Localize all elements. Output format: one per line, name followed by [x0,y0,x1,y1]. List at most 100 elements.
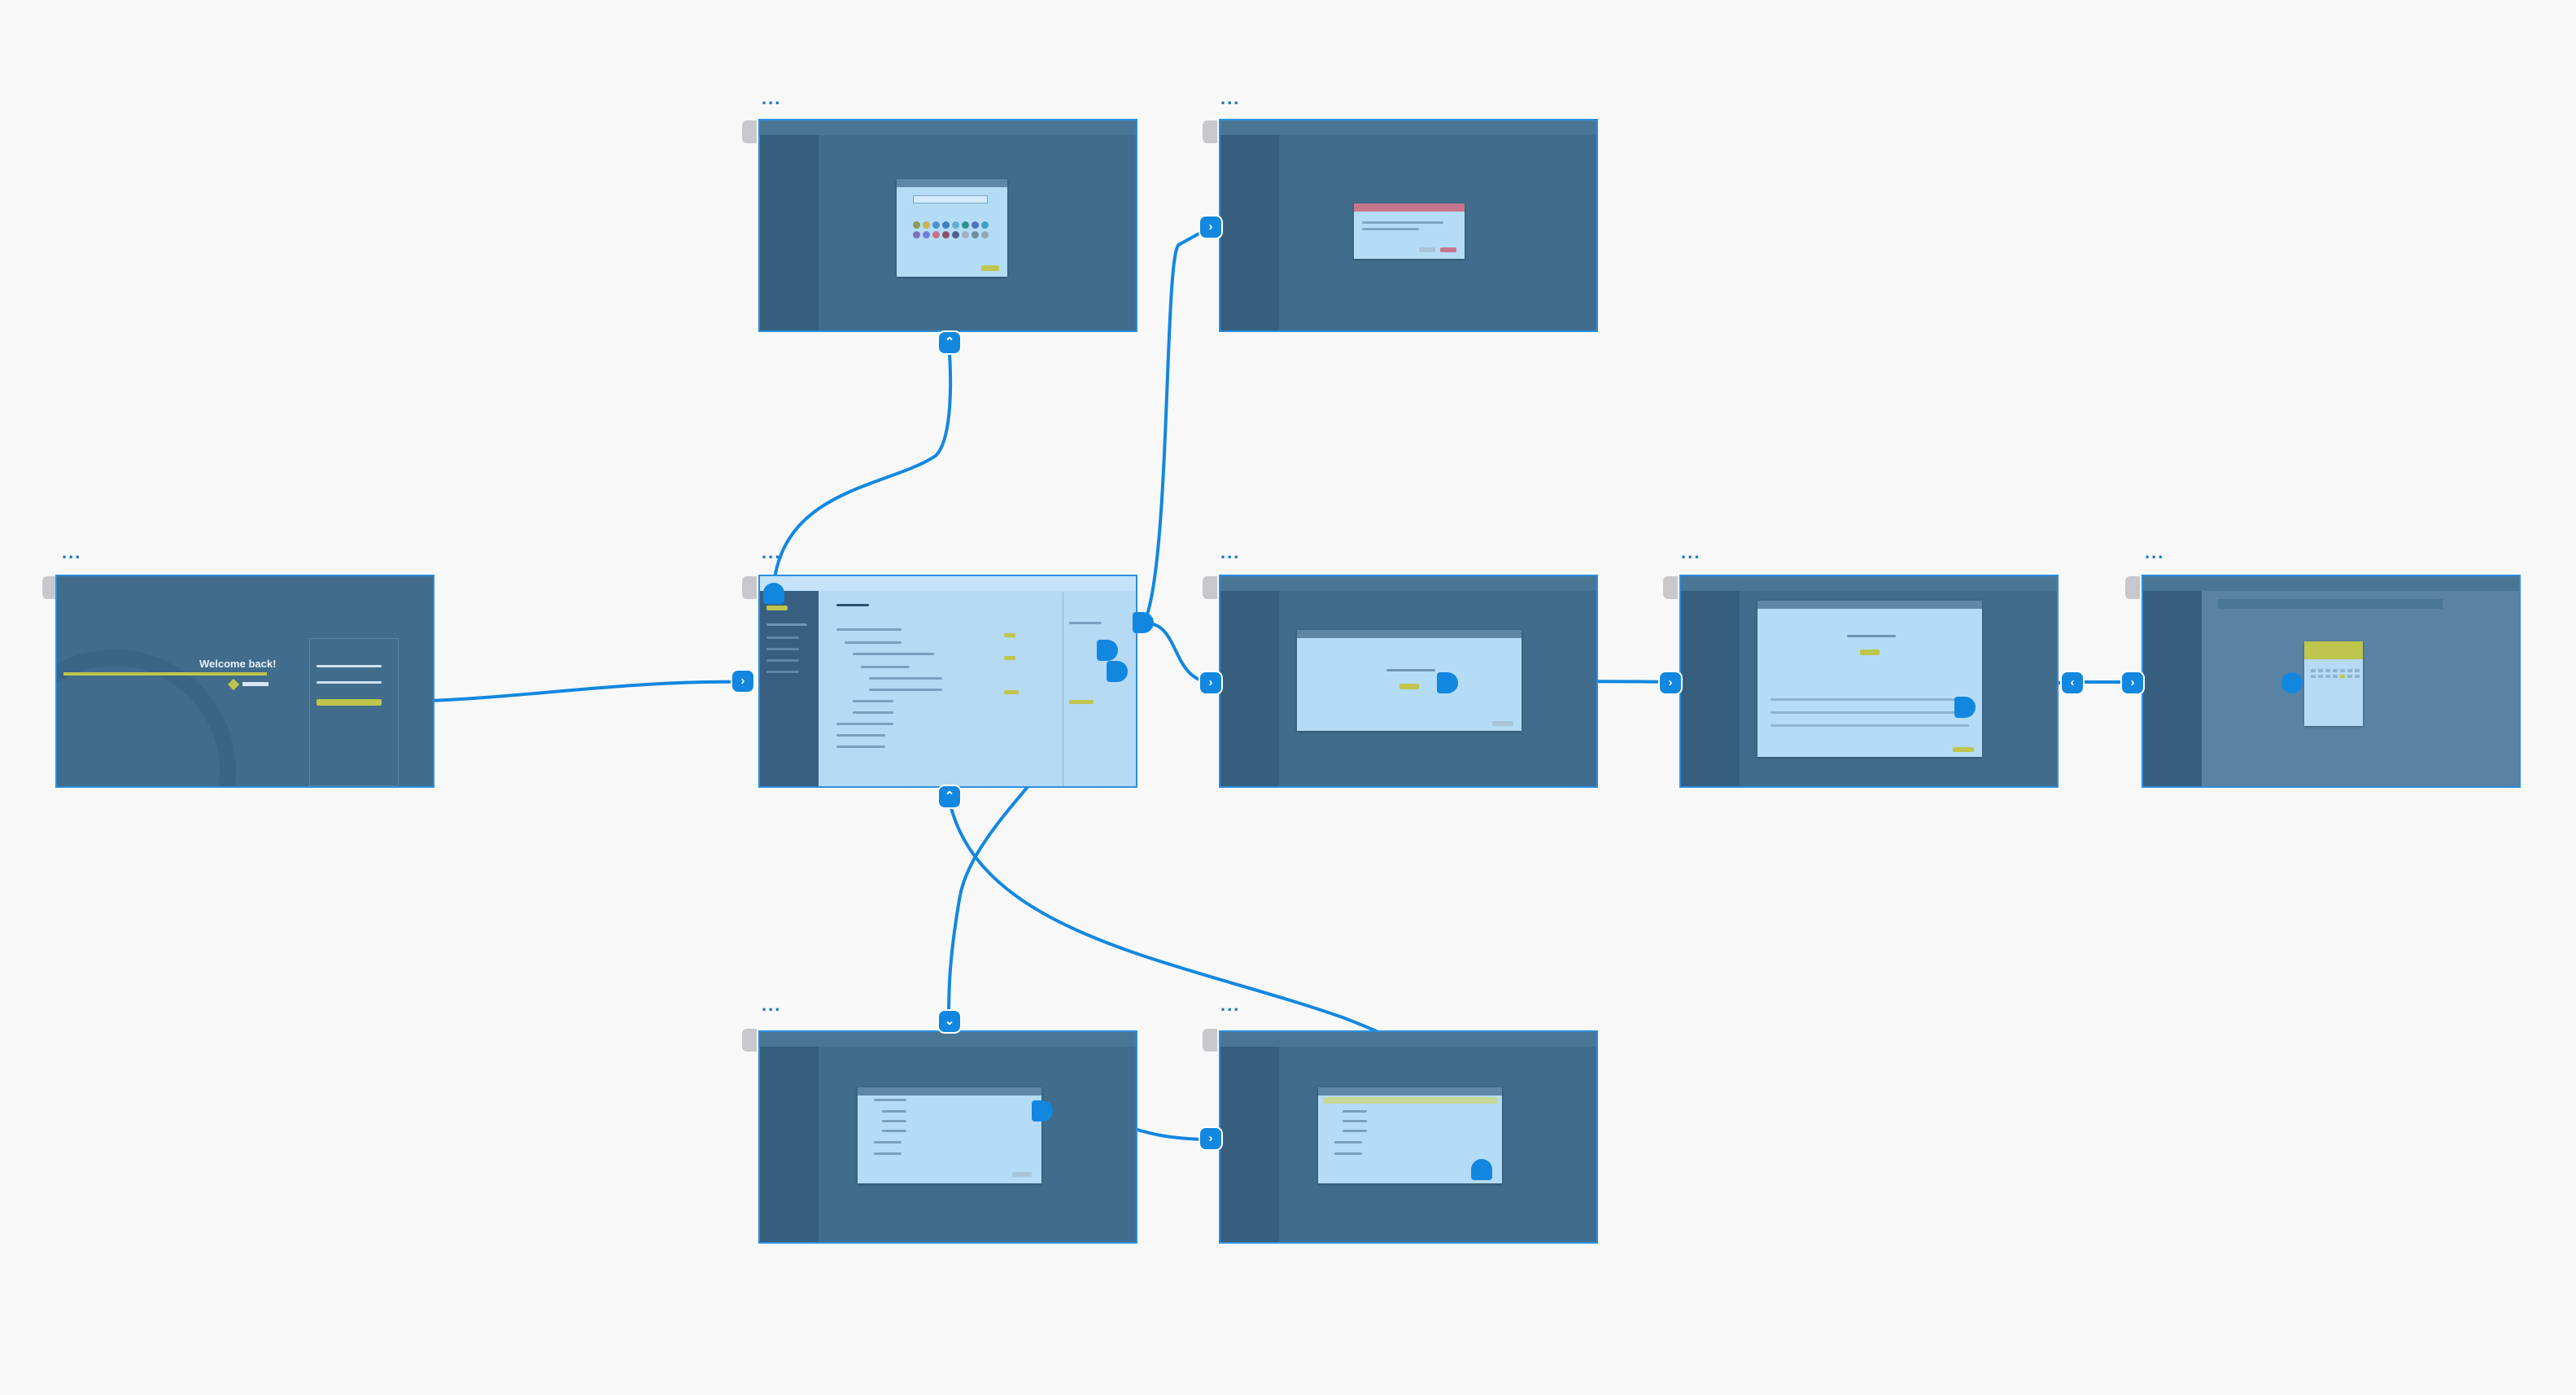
calendar-day[interactable] [2311,675,2316,678]
color-swatch[interactable] [971,231,979,238]
calendar-day-hotspot[interactable] [2281,672,2303,693]
cancel-button[interactable] [1419,247,1435,252]
chevron-right-icon[interactable]: › [732,671,753,692]
chevron-up-icon[interactable]: ⌃ [939,786,960,807]
delete-button[interactable] [1440,247,1456,252]
chevron-down-icon[interactable]: ⌄ [939,1011,960,1032]
color-swatch[interactable] [913,231,920,238]
calendar-day[interactable] [2318,675,2323,678]
date-menu-dots[interactable]: ... [2145,542,2165,562]
move-selected-menu-dots[interactable]: ... [1220,995,1241,1015]
calendar-day-selected[interactable] [2340,675,2345,678]
file-row[interactable] [861,666,910,668]
color-swatch[interactable] [913,221,920,229]
color-swatch[interactable] [962,231,969,238]
calendar-day[interactable] [2333,669,2338,672]
file-row[interactable] [853,653,934,655]
file-row[interactable] [869,689,942,691]
move-to-selected-screen[interactable] [1219,1030,1598,1244]
color-swatch[interactable] [962,221,969,229]
folder-select-hotspot[interactable] [1032,1100,1053,1122]
chevron-left-icon[interactable]: ‹ [2062,672,2083,693]
color-swatch[interactable] [952,221,959,229]
color-swatch[interactable] [981,221,989,229]
browse-button[interactable] [1860,649,1880,655]
folder-tree-item[interactable] [1343,1130,1367,1132]
upload-button[interactable] [1953,747,1974,752]
calendar-day[interactable] [2355,675,2360,678]
color-swatch[interactable] [923,221,930,229]
upload-menu-dots[interactable]: ... [1220,542,1241,562]
calendar-day[interactable] [2318,669,2323,672]
folder-tree-item[interactable] [882,1130,906,1132]
sidebar-item[interactable] [766,623,807,626]
folder-tree-item[interactable] [874,1099,906,1101]
folder-tree-item[interactable] [874,1152,902,1155]
color-swatch[interactable] [932,221,940,229]
file-row[interactable] [836,723,893,725]
file-row[interactable] [1770,724,1969,727]
move-menu-dots[interactable]: ... [762,995,782,1015]
color-swatch[interactable] [942,231,950,238]
new-button[interactable] [766,606,788,610]
delete-menu-dots[interactable]: ... [1220,88,1241,108]
file-row[interactable] [845,641,902,644]
new-folder-screen[interactable] [758,119,1137,332]
color-swatch[interactable] [942,221,950,229]
sidebar-item[interactable] [766,648,799,650]
sidebar-item[interactable] [766,671,799,673]
new-folder-menu-dots[interactable]: ... [762,88,782,108]
upload-hotspot[interactable] [1133,612,1154,633]
color-swatch[interactable] [952,231,959,238]
color-swatch[interactable] [971,221,979,229]
browse-hotspot[interactable] [1437,672,1458,693]
file-row[interactable] [836,734,885,737]
main-screen[interactable] [758,575,1137,788]
file-row[interactable] [869,677,942,680]
delete-confirm-screen[interactable] [1219,119,1598,332]
files-menu-dots[interactable]: ... [1681,542,1701,562]
folder-tree-item[interactable] [1334,1141,1362,1144]
chevron-right-icon[interactable]: › [1200,672,1221,693]
move-to-screen[interactable] [758,1030,1137,1244]
folder-tree-item[interactable] [1343,1110,1367,1113]
calendar-day[interactable] [2311,669,2316,672]
details-option[interactable] [1069,622,1102,624]
chevron-right-icon[interactable]: › [2122,672,2143,693]
calendar-day[interactable] [2325,669,2330,672]
move-hotspot[interactable] [1097,640,1118,661]
create-folder-button[interactable] [981,265,999,271]
date-field-hotspot[interactable] [1954,697,1976,718]
folder-tree-item[interactable] [1343,1120,1367,1122]
color-swatch[interactable] [923,231,930,238]
color-swatch[interactable] [981,231,989,238]
folder-tree-item-selected[interactable] [1323,1097,1497,1104]
folder-tree-item[interactable] [1334,1152,1362,1155]
main-menu-dots[interactable]: ... [762,542,782,562]
upload-button[interactable] [1492,721,1513,726]
chevron-right-icon[interactable]: › [1200,1128,1221,1149]
calendar-day[interactable] [2347,669,2352,672]
sidebar-item[interactable] [766,659,799,662]
file-row[interactable] [853,700,893,702]
folder-tree-item[interactable] [882,1120,906,1122]
file-row[interactable] [836,746,885,748]
file-row[interactable] [836,628,902,631]
calendar-day[interactable] [2347,675,2352,678]
new-button-hotspot[interactable] [763,583,784,604]
folder-name-input[interactable] [913,195,988,203]
sidebar-item[interactable] [766,636,799,639]
folder-tree-item[interactable] [882,1110,906,1113]
username-field[interactable] [317,665,382,667]
browse-button[interactable] [1399,684,1419,689]
upload-empty-screen[interactable] [1219,575,1598,788]
date-picker-screen[interactable] [2142,575,2521,788]
calendar-day[interactable] [2340,669,2345,672]
calendar-day[interactable] [2333,675,2338,678]
calendar-day[interactable] [2325,675,2330,678]
calendar-day[interactable] [2355,669,2360,672]
login-menu-dots[interactable]: ... [62,542,82,562]
chevron-right-icon[interactable]: › [1200,216,1221,238]
upload-files-screen[interactable] [1679,575,2059,788]
password-field[interactable] [317,681,382,684]
